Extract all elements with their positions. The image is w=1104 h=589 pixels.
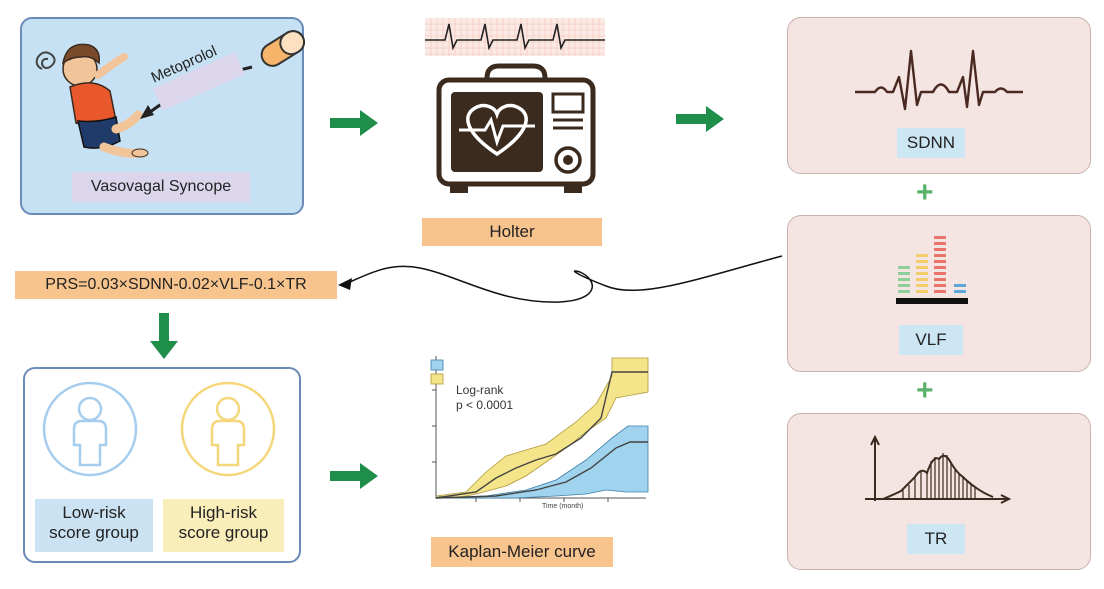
km-caption: Kaplan-Meier curve bbox=[431, 537, 613, 567]
plus-icon: + bbox=[916, 176, 934, 209]
high-risk-label: High-risk score group bbox=[163, 499, 284, 552]
sdnn-label: SDNN bbox=[897, 128, 965, 158]
condition-label: Vasovagal Syncope bbox=[72, 172, 250, 202]
holter-monitor-icon bbox=[436, 63, 596, 193]
fainting-person-illustration bbox=[35, 30, 306, 158]
low-risk-person-icon bbox=[42, 381, 138, 477]
kaplan-meier-plot bbox=[430, 356, 649, 502]
arrow-right-3 bbox=[330, 463, 378, 489]
high-risk-label-line1: High-risk bbox=[189, 503, 258, 522]
high-risk-label-line2: score group bbox=[178, 523, 269, 543]
km-x-axis-label: Time (month) bbox=[542, 503, 584, 510]
spectrum-bars-icon bbox=[896, 236, 968, 304]
arrow-right-2 bbox=[676, 106, 724, 132]
ecg-strip-icon bbox=[425, 18, 605, 56]
low-risk-label-line1: Low-risk bbox=[62, 503, 126, 522]
holter-label: Holter bbox=[422, 218, 602, 246]
arrow-right-1 bbox=[330, 110, 378, 136]
plus-icon: + bbox=[916, 374, 934, 407]
ecg-waveform-icon bbox=[855, 49, 1023, 111]
arrow-down bbox=[150, 313, 178, 359]
high-risk-person-icon bbox=[180, 381, 276, 477]
tr-label: TR bbox=[907, 524, 965, 554]
low-risk-label: Low-risk score group bbox=[35, 499, 153, 552]
formula-label: PRS=0.03×SDNN-0.02×VLF-0.1×TR bbox=[15, 271, 337, 299]
histogram-icon bbox=[865, 434, 1012, 504]
low-risk-label-line2: score group bbox=[49, 523, 139, 543]
km-legend-text-line2: p < 0.0001 bbox=[456, 398, 514, 412]
vlf-label: VLF bbox=[899, 325, 963, 355]
km-legend-text-line1: Log-rank bbox=[456, 383, 504, 397]
